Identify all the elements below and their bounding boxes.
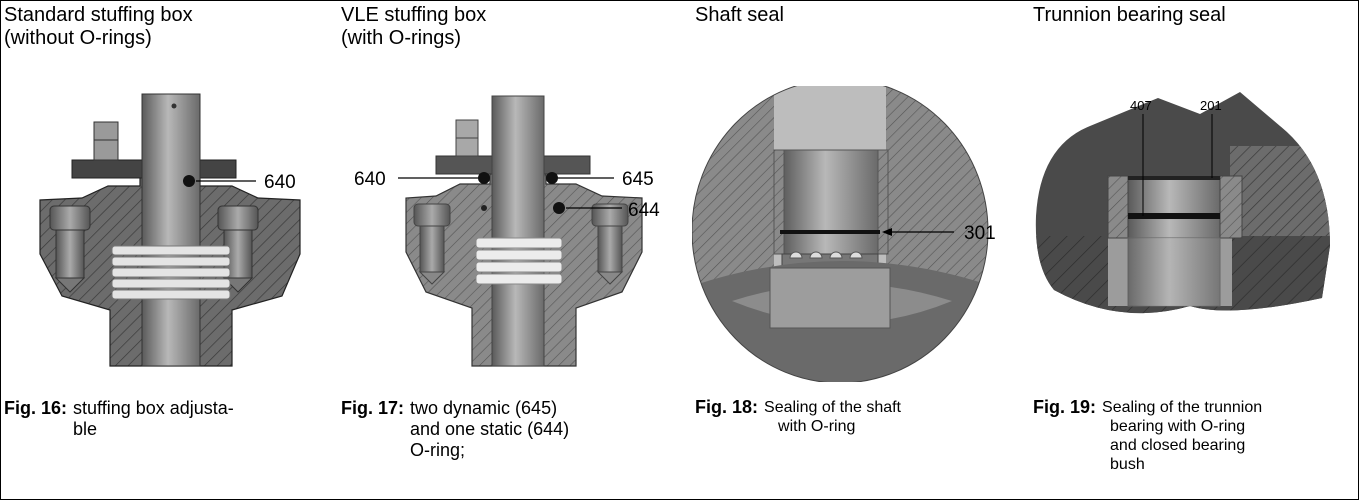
figure-16-column: Standard stuffing box (without O-rings) — [0, 0, 340, 498]
figure-17-label: Fig. 17: — [341, 398, 405, 418]
figure-16-caption: Fig. 16: stuffing box adjusta- ble — [4, 398, 234, 439]
callout-201: 201 — [1200, 98, 1222, 113]
figure-19-label: Fig. 19: — [1033, 397, 1097, 417]
figure-19-column: Trunnion bearing seal 407 201 Fig. 19: S… — [1030, 0, 1358, 498]
figure-18-column: Shaft seal — [692, 0, 1030, 498]
callout-301: 301 — [964, 223, 996, 244]
figure-16-label: Fig. 16: — [4, 398, 68, 418]
figure-17-column: VLE stuffing box (with O-rings) 640 645 … — [340, 0, 692, 498]
figure-17-caption: Fig. 17: two dynamic (645) and one stati… — [341, 398, 570, 460]
figure-19-drawing: 407 201 — [1035, 92, 1331, 314]
figure-17-title: VLE stuffing box (with O-rings) — [341, 4, 487, 49]
figure-17-drawing: 640 645 644 — [354, 95, 660, 367]
callout-645: 645 — [622, 169, 654, 190]
callout-640: 640 — [354, 169, 386, 190]
figure-18-title: Shaft seal — [695, 4, 784, 26]
callout-407: 407 — [1130, 98, 1152, 113]
figure-16-drawing: 640 — [39, 93, 301, 367]
callout-640: 640 — [264, 172, 296, 193]
figure-16-title: Standard stuffing box (without O-rings) — [4, 4, 193, 49]
figure-18-drawing: 301 — [692, 86, 996, 382]
callout-644: 644 — [628, 200, 660, 221]
figure-18-caption: Fig. 18: Sealing of the shaft with O-rin… — [695, 397, 901, 436]
figure-18-label: Fig. 18: — [695, 397, 759, 417]
figure-19-caption: Fig. 19: Sealing of the trunnion bearing… — [1033, 397, 1263, 474]
figure-19-title: Trunnion bearing seal — [1033, 4, 1226, 26]
